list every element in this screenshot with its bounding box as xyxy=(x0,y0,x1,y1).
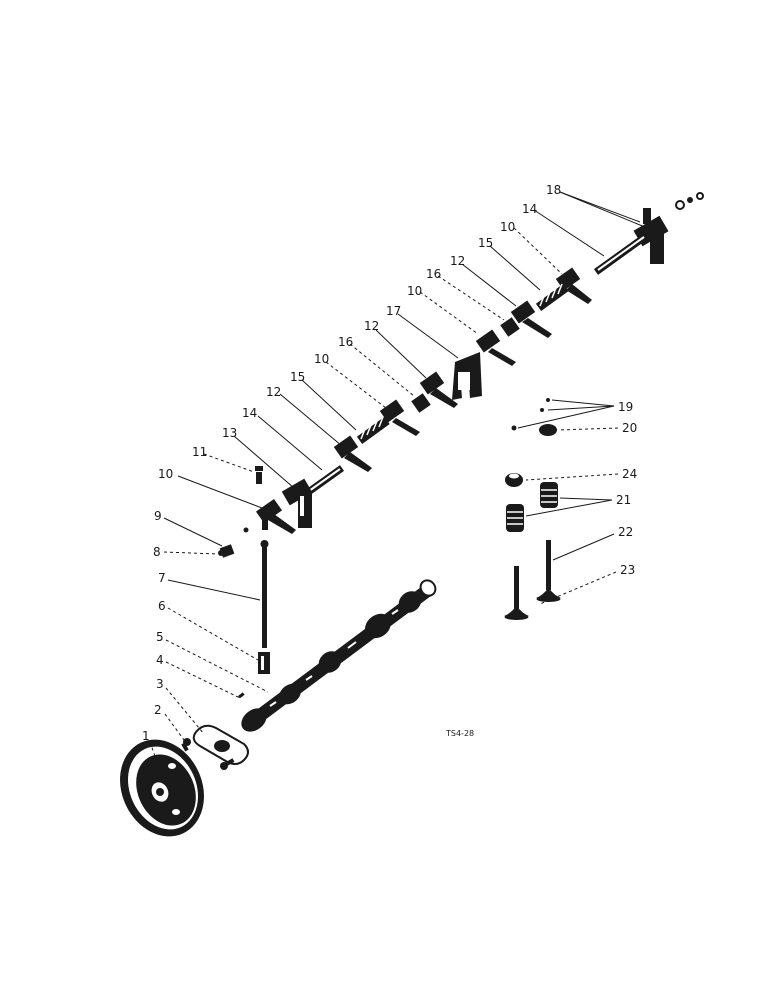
rocker-shaft-assembly xyxy=(255,192,704,534)
callout-10: 10 xyxy=(314,352,329,366)
callout-1: 1 xyxy=(142,729,150,743)
callout-2: 2 xyxy=(154,703,162,717)
callout-labels: 1 2 3 4 5 6 7 8 9 10 11 13 14 12 15 10 1… xyxy=(142,183,637,743)
callout-23: 23 xyxy=(620,563,635,577)
callout-6: 6 xyxy=(158,599,166,613)
camshaft-gear xyxy=(120,739,204,837)
callout-14: 14 xyxy=(522,202,537,216)
callout-10: 10 xyxy=(500,220,515,234)
valve-spring-cap xyxy=(505,473,523,487)
rocker-shaft-bracket-front xyxy=(281,478,313,528)
valve-spring xyxy=(540,482,558,508)
callout-15: 15 xyxy=(478,236,493,250)
callout-9: 9 xyxy=(154,509,162,523)
callout-10: 10 xyxy=(158,467,173,481)
exhaust-valve xyxy=(536,540,561,602)
callout-21: 21 xyxy=(616,493,631,507)
pushrod xyxy=(262,544,267,648)
valve-stem-seal xyxy=(539,424,557,436)
callout-12: 12 xyxy=(364,319,379,333)
rocker-shaft-spring xyxy=(535,283,569,312)
valve-spring xyxy=(506,504,524,532)
callout-18: 18 xyxy=(546,183,561,197)
callout-19: 19 xyxy=(618,400,633,414)
callout-8: 8 xyxy=(153,545,161,559)
pushrod-assembly xyxy=(218,527,270,674)
callout-15: 15 xyxy=(290,370,305,384)
rocker-arm xyxy=(419,371,458,408)
callout-7: 7 xyxy=(158,571,166,585)
callout-12: 12 xyxy=(450,254,465,268)
camshaft xyxy=(238,579,437,732)
rocker-arm xyxy=(255,498,296,534)
rocker-shaft-bracket-rear xyxy=(633,192,704,264)
callout-10: 10 xyxy=(407,284,422,298)
rocker-spacer xyxy=(411,393,431,413)
rocker-shaft-spring xyxy=(356,416,390,445)
rocker-arm xyxy=(475,329,516,366)
locknut xyxy=(218,550,224,556)
callout-22: 22 xyxy=(618,525,633,539)
callout-17: 17 xyxy=(386,304,401,318)
rocker-spacer xyxy=(500,317,520,337)
callout-5: 5 xyxy=(156,630,164,644)
thrust-plate-screw xyxy=(181,738,191,752)
callout-11: 11 xyxy=(192,445,207,459)
thrust-plate xyxy=(192,724,249,765)
valve-collets xyxy=(511,398,550,431)
ball-pin xyxy=(243,527,249,533)
camshaft-key xyxy=(238,692,245,699)
thrust-plate-screw xyxy=(220,758,235,770)
callout-24: 24 xyxy=(622,467,637,481)
rocker-shaft-bracket-center xyxy=(452,352,482,400)
intake-valve xyxy=(504,566,529,620)
oil-plug xyxy=(256,472,262,484)
leader-lines xyxy=(149,191,653,783)
callout-16: 16 xyxy=(338,335,353,349)
figure-code: TS4-28 xyxy=(445,729,474,738)
callout-13: 13 xyxy=(222,426,237,440)
callout-14: 14 xyxy=(242,406,257,420)
rocker-arm xyxy=(379,399,420,436)
callout-4: 4 xyxy=(156,653,164,667)
callout-20: 20 xyxy=(622,421,637,435)
callout-16: 16 xyxy=(426,267,441,281)
callout-12: 12 xyxy=(266,385,281,399)
rocker-arm xyxy=(333,435,372,472)
callout-3: 3 xyxy=(156,677,164,691)
rocker-arm xyxy=(510,300,552,338)
